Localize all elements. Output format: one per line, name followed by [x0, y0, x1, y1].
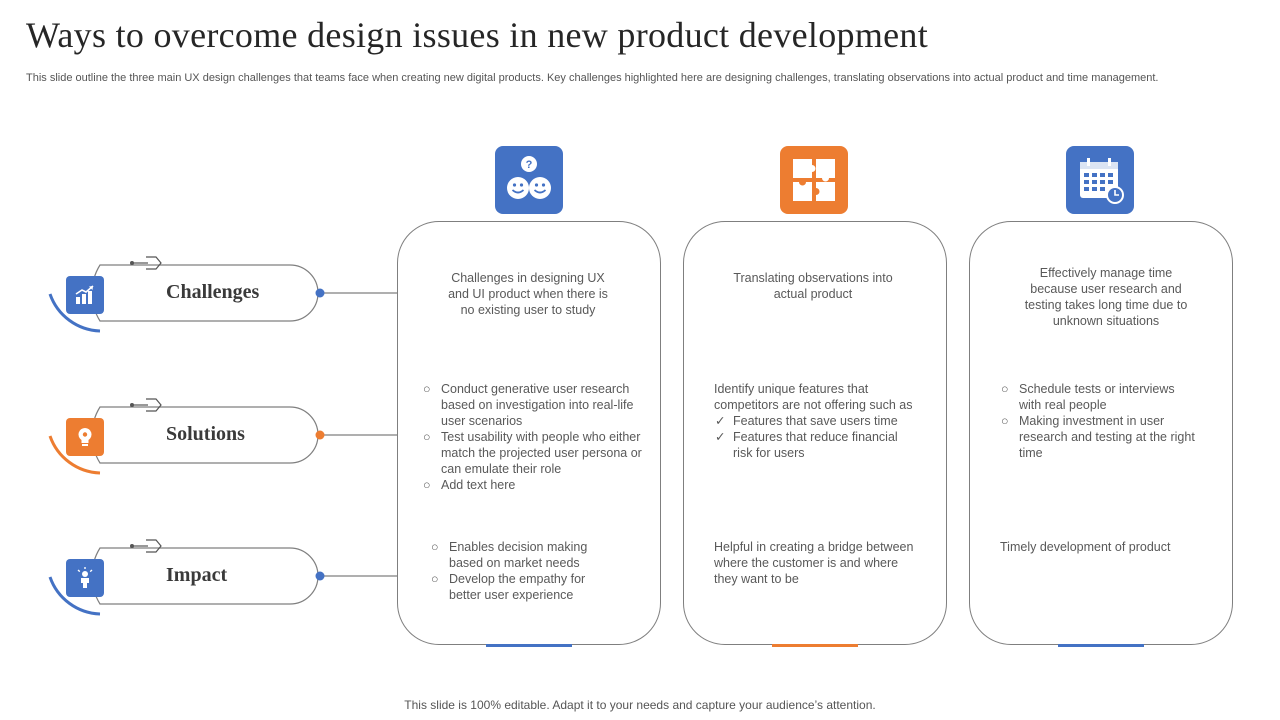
- list-item: ○Test usability with people who either m…: [423, 430, 642, 476]
- row-label-challenges: Challenges: [166, 281, 260, 303]
- impact-text: Helpful in creating a bridge between whe…: [714, 540, 914, 586]
- chart-growth-icon: [66, 276, 104, 314]
- list-item: ○Add text here: [423, 478, 516, 492]
- row-label-impact: Impact: [166, 564, 228, 586]
- row-label-solutions: Solutions: [166, 423, 245, 445]
- list-item: ○Making investment in user research and …: [1001, 414, 1195, 460]
- card-accent-bar: [486, 644, 572, 647]
- calendar-clock-icon: [1066, 146, 1134, 214]
- card-accent-bar: [772, 644, 858, 647]
- impact-text: Timely development of product: [1000, 540, 1171, 554]
- puzzle-icon: [780, 146, 848, 214]
- row-pill-impact: [48, 539, 397, 616]
- list-item: ○Enables decision making based on market…: [431, 540, 588, 570]
- challenge-text: Effectively manage time because user res…: [1024, 266, 1188, 328]
- person-idea-icon: [66, 559, 104, 597]
- list-item: ✓Features that save users time: [715, 414, 898, 428]
- slide-subtitle: This slide outline the three main UX des…: [26, 72, 1159, 84]
- solution-intro: Identify unique features that competitor…: [714, 382, 913, 412]
- list-item: ○Schedule tests or interviews with real …: [1001, 382, 1175, 412]
- solution-list: ○Schedule tests or interviews with real …: [1000, 381, 1200, 461]
- lightbulb-gear-icon: [66, 418, 104, 456]
- list-item: ✓Features that reduce financial risk for…: [715, 430, 898, 460]
- footer-note: This slide is 100% editable. Adapt it to…: [404, 698, 876, 712]
- card-accent-bar: [1058, 644, 1144, 647]
- challenge-text: Challenges in designing UX and UI produc…: [448, 271, 608, 317]
- solution-list: ○Conduct generative user research based …: [422, 381, 642, 493]
- solution-list: Identify unique features that competitor…: [714, 381, 914, 461]
- people-question-icon: ?: [495, 146, 563, 214]
- svg-text:?: ?: [526, 159, 533, 171]
- list-item: ○Conduct generative user research based …: [423, 382, 634, 428]
- slide-title: Ways to overcome design issues in new pr…: [26, 15, 928, 55]
- challenge-text: Translating observations into actual pro…: [733, 271, 893, 301]
- list-item: ○Develop the empathy for better user exp…: [431, 572, 586, 602]
- impact-list: ○Enables decision making based on market…: [430, 539, 610, 603]
